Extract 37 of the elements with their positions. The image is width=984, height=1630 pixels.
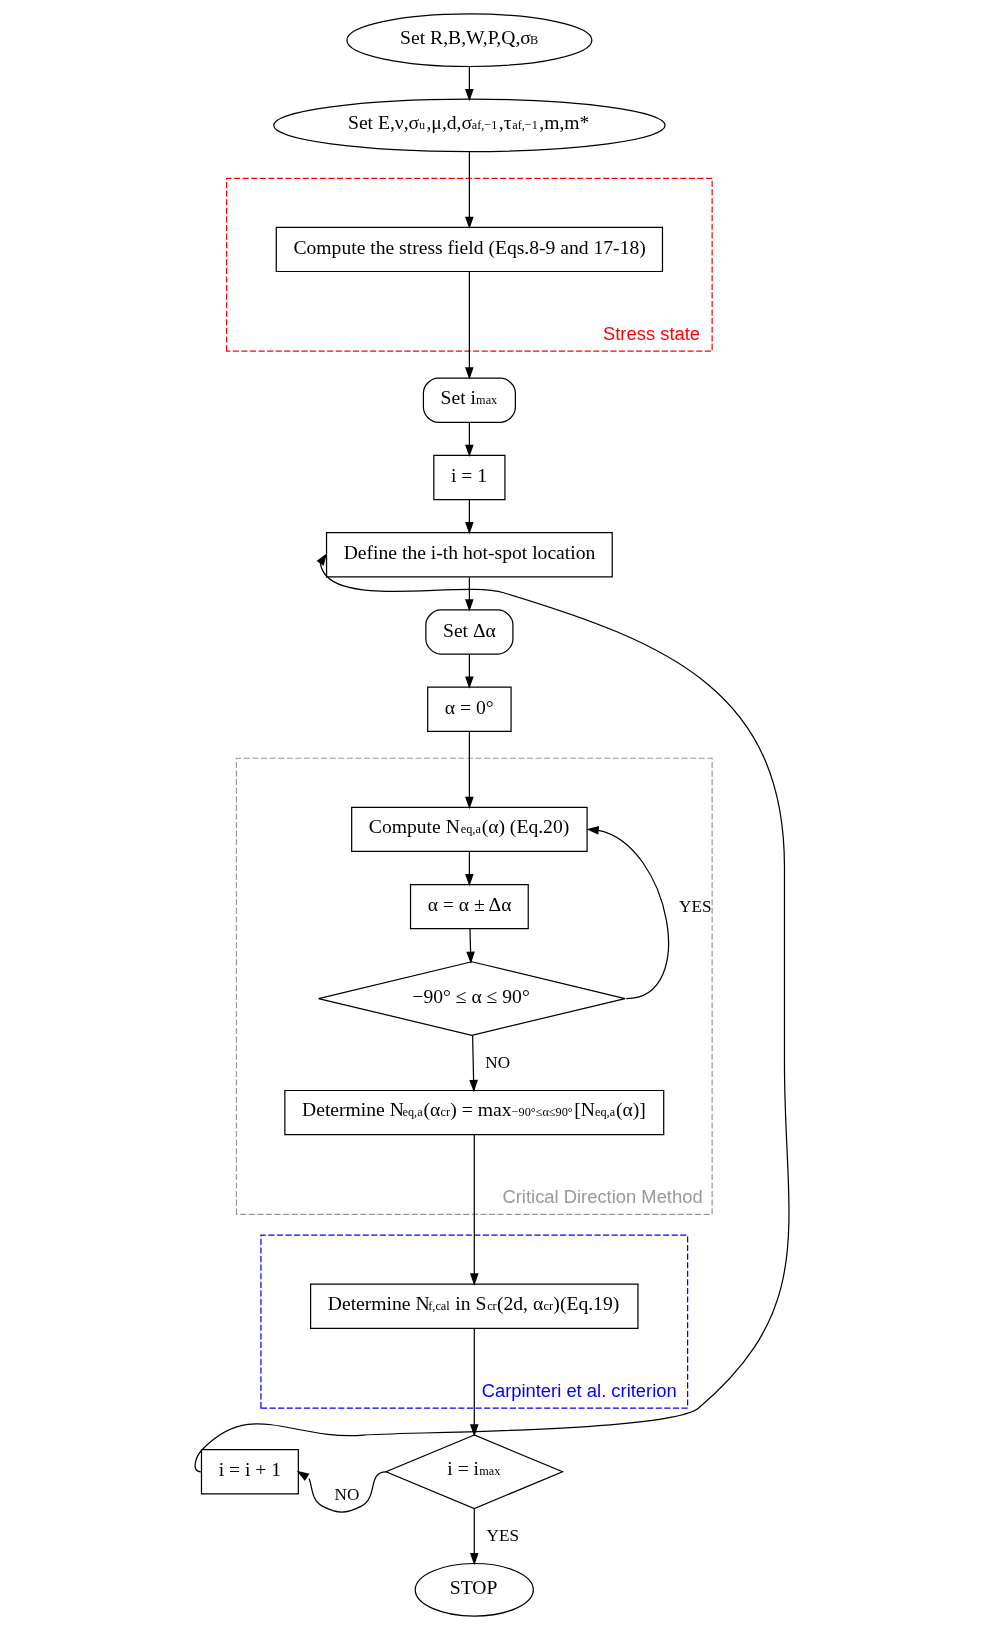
node-box: α = α ± Δα — [409, 883, 529, 930]
arrow — [470, 1134, 479, 1286]
node-box: Determine Nf,cal in Scr(2d, αcr)(Eq.19) — [310, 1283, 639, 1329]
arrow — [465, 653, 474, 689]
node-diamond: i = imax — [384, 1434, 565, 1510]
edge-label: NO — [485, 1053, 511, 1073]
node-box: Compute Neq,a(α) (Eq.20) — [351, 806, 588, 853]
node-ellipse: Set E,ν,σu,μ,d,σaf,−1,τaf,−1,m,m* — [273, 98, 666, 153]
arrow — [470, 1327, 479, 1437]
arrow — [465, 65, 474, 102]
node-box: Compute the stress field (Eqs.8-9 and 17-18) — [275, 226, 664, 273]
arrow — [465, 422, 474, 458]
node-ellipse: Set R,B,W,P,Q,σB — [346, 13, 593, 68]
node-ellipse: STOP — [414, 1562, 534, 1617]
arrow — [466, 928, 475, 964]
arrow — [465, 576, 474, 612]
node-box: Determine Neq,a(αcr) = max−90°≤α≤90°[Neq,a(α)] — [284, 1089, 665, 1136]
edge-label: YES — [486, 1526, 519, 1546]
arrow — [465, 851, 474, 887]
arrow — [465, 151, 474, 229]
node-diamond: −90° ≤ α ≤ 90° — [317, 961, 626, 1036]
node-box: α = 0° — [427, 686, 512, 732]
node-box: Define the i-th hot-spot location — [325, 532, 613, 578]
node-box: Set Δα — [425, 609, 514, 655]
arrow — [465, 730, 474, 810]
edge-label: NO — [334, 1484, 360, 1504]
arrow — [465, 499, 474, 535]
arrow — [469, 1034, 478, 1093]
arrow — [470, 1508, 479, 1566]
arrow — [194, 553, 790, 1473]
node-box: Set imax — [422, 377, 516, 423]
node-box: i = i + 1 — [200, 1449, 299, 1495]
arrow — [296, 1470, 387, 1513]
node-box: i = 1 — [433, 454, 506, 501]
edge-label: YES — [679, 896, 712, 916]
arrow — [465, 271, 474, 380]
arrow — [586, 826, 670, 1000]
